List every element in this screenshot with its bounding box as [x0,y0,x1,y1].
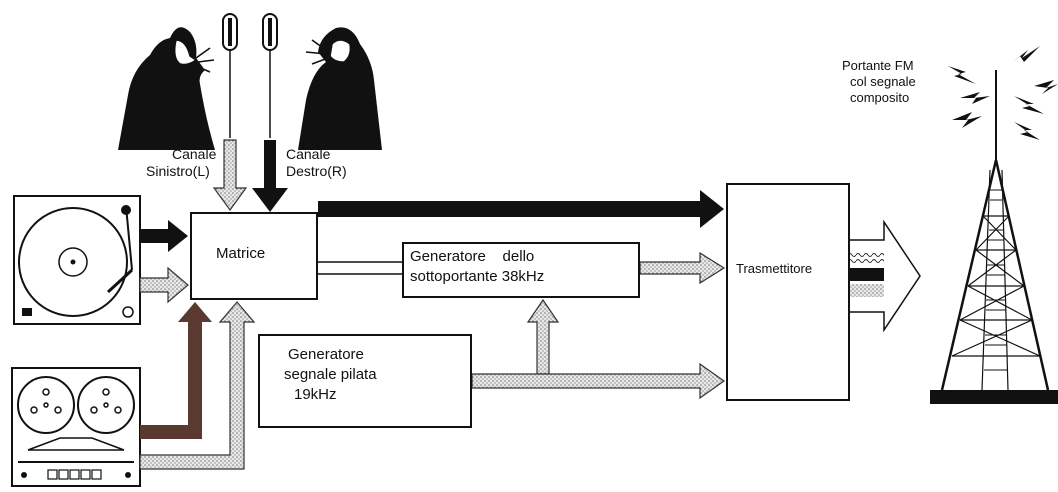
right-channel-arrow [252,140,288,212]
right-channel-label-line2: Destro(R) [286,163,347,179]
subcarrier-label-line2: sottoportante 38kHz [410,268,545,285]
sum-signal-arrow [318,190,724,228]
pilot-label-line3: 19kHz [294,386,337,403]
matrice-block [190,212,318,300]
singer-left-icon [118,27,215,151]
pilot-output-arrow [471,362,726,400]
turntable-left-arrow [140,220,188,252]
microphone-right-icon [262,13,278,138]
radio-waves-icon [948,46,1058,140]
pilot-generator-block [258,334,472,428]
carrier-label-line2: col segnale [850,74,916,89]
pilot-to-subcarrier-arrow [526,298,560,375]
subcarrier-output-arrow [639,251,726,285]
tape-left-arrow [140,302,212,439]
matrice-label: Matrice [216,245,266,262]
carrier-label-line3: composito [850,90,910,105]
microphone-left-icon [222,13,238,138]
subcarrier-generator-block [402,242,640,298]
turntable-right-arrow [139,266,189,304]
right-channel-label-line1: Canale [286,146,331,162]
carrier-label-line1: Portante FM [842,58,914,73]
antenna-tower-icon [930,70,1058,404]
turntable-icon [13,195,141,325]
transmitter-label: Trasmettitore [736,261,813,276]
pilot-label-line2: segnale pilata [284,366,377,383]
matrice-to-subcarrier-lines [318,261,402,275]
subcarrier-label-line1: Generatore dello [410,248,535,265]
left-channel-arrow [212,139,248,212]
left-channel-label-line2: Sinistro(L) [146,163,210,179]
singer-right-icon [298,27,382,150]
left-channel-label-line1: Canale [172,146,217,162]
transmitter-output-arrow [847,219,921,333]
tape-right-arrow [139,301,256,470]
pilot-label-line1: Generatore [288,346,364,363]
transmitter-block [726,183,850,401]
tape-recorder-icon [11,367,141,487]
